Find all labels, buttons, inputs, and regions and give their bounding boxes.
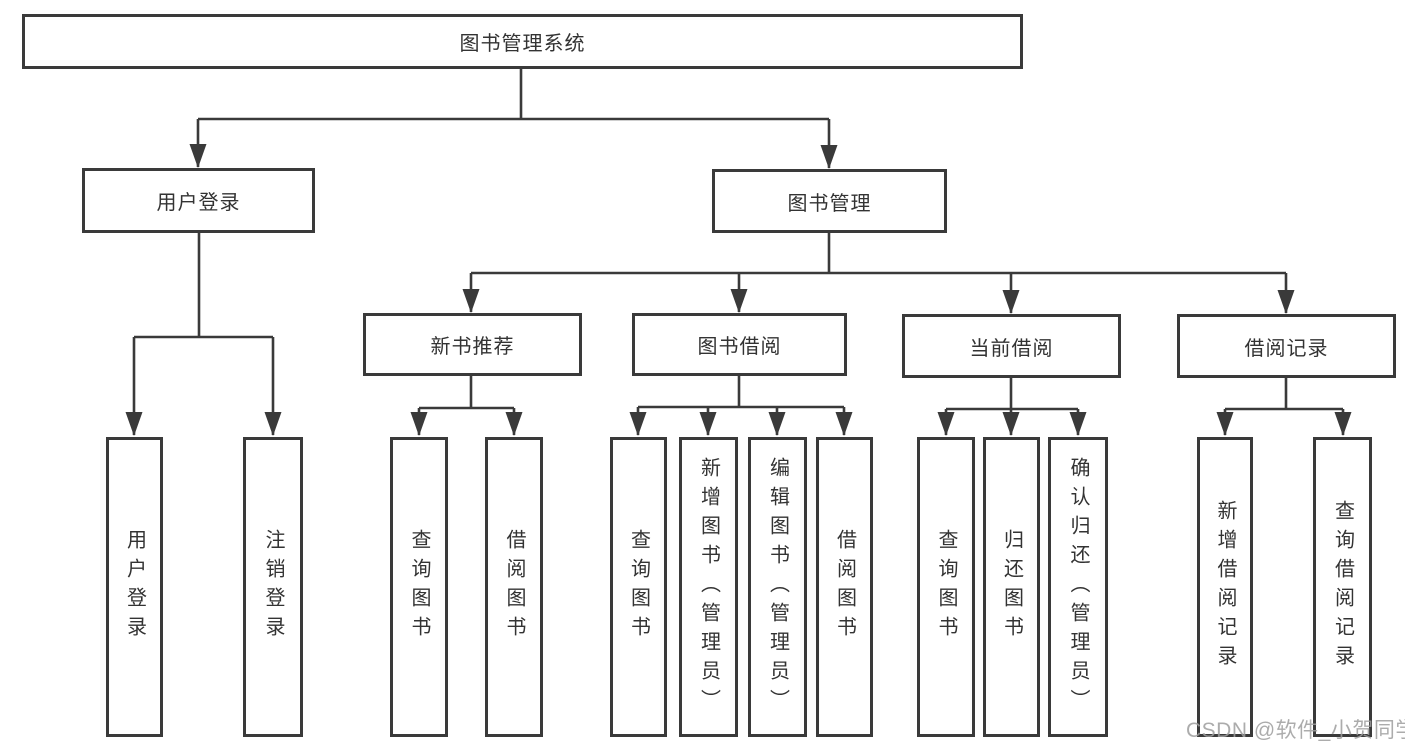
- leaf-query-books-current: 查询图书: [917, 437, 975, 737]
- leaf-query-books-recommend: 查询图书: [390, 437, 448, 737]
- leaf-query-books-borrowing: 查询图书: [610, 437, 667, 737]
- node-new-book-recommend: 新书推荐: [363, 313, 582, 376]
- leaf-borrow-books-borrowing: 借阅图书: [816, 437, 873, 737]
- node-book-borrowing: 图书借阅: [632, 313, 847, 376]
- leaf-add-borrow-record: 新增借阅记录: [1197, 437, 1253, 737]
- leaf-borrow-books-recommend: 借阅图书: [485, 437, 543, 737]
- node-current-borrowing: 当前借阅: [902, 314, 1121, 378]
- node-borrowing-records: 借阅记录: [1177, 314, 1396, 378]
- csdn-watermark: CSDN @软件_小贺同学: [1186, 719, 1405, 742]
- leaf-user-login: 用户登录: [106, 437, 163, 737]
- node-user-login-module: 用户登录: [82, 168, 315, 233]
- leaf-query-borrow-record: 查询借阅记录: [1313, 437, 1372, 737]
- node-library-management-system: 图书管理系统: [22, 14, 1023, 69]
- leaf-return-books: 归还图书: [983, 437, 1040, 737]
- leaf-edit-books-admin: 编辑图书（管理员）: [748, 437, 807, 737]
- leaf-confirm-return-admin: 确认归还（管理员）: [1048, 437, 1108, 737]
- node-book-management-module: 图书管理: [712, 169, 947, 233]
- leaf-add-books-admin: 新增图书（管理员）: [679, 437, 738, 737]
- leaf-logout: 注销登录: [243, 437, 303, 737]
